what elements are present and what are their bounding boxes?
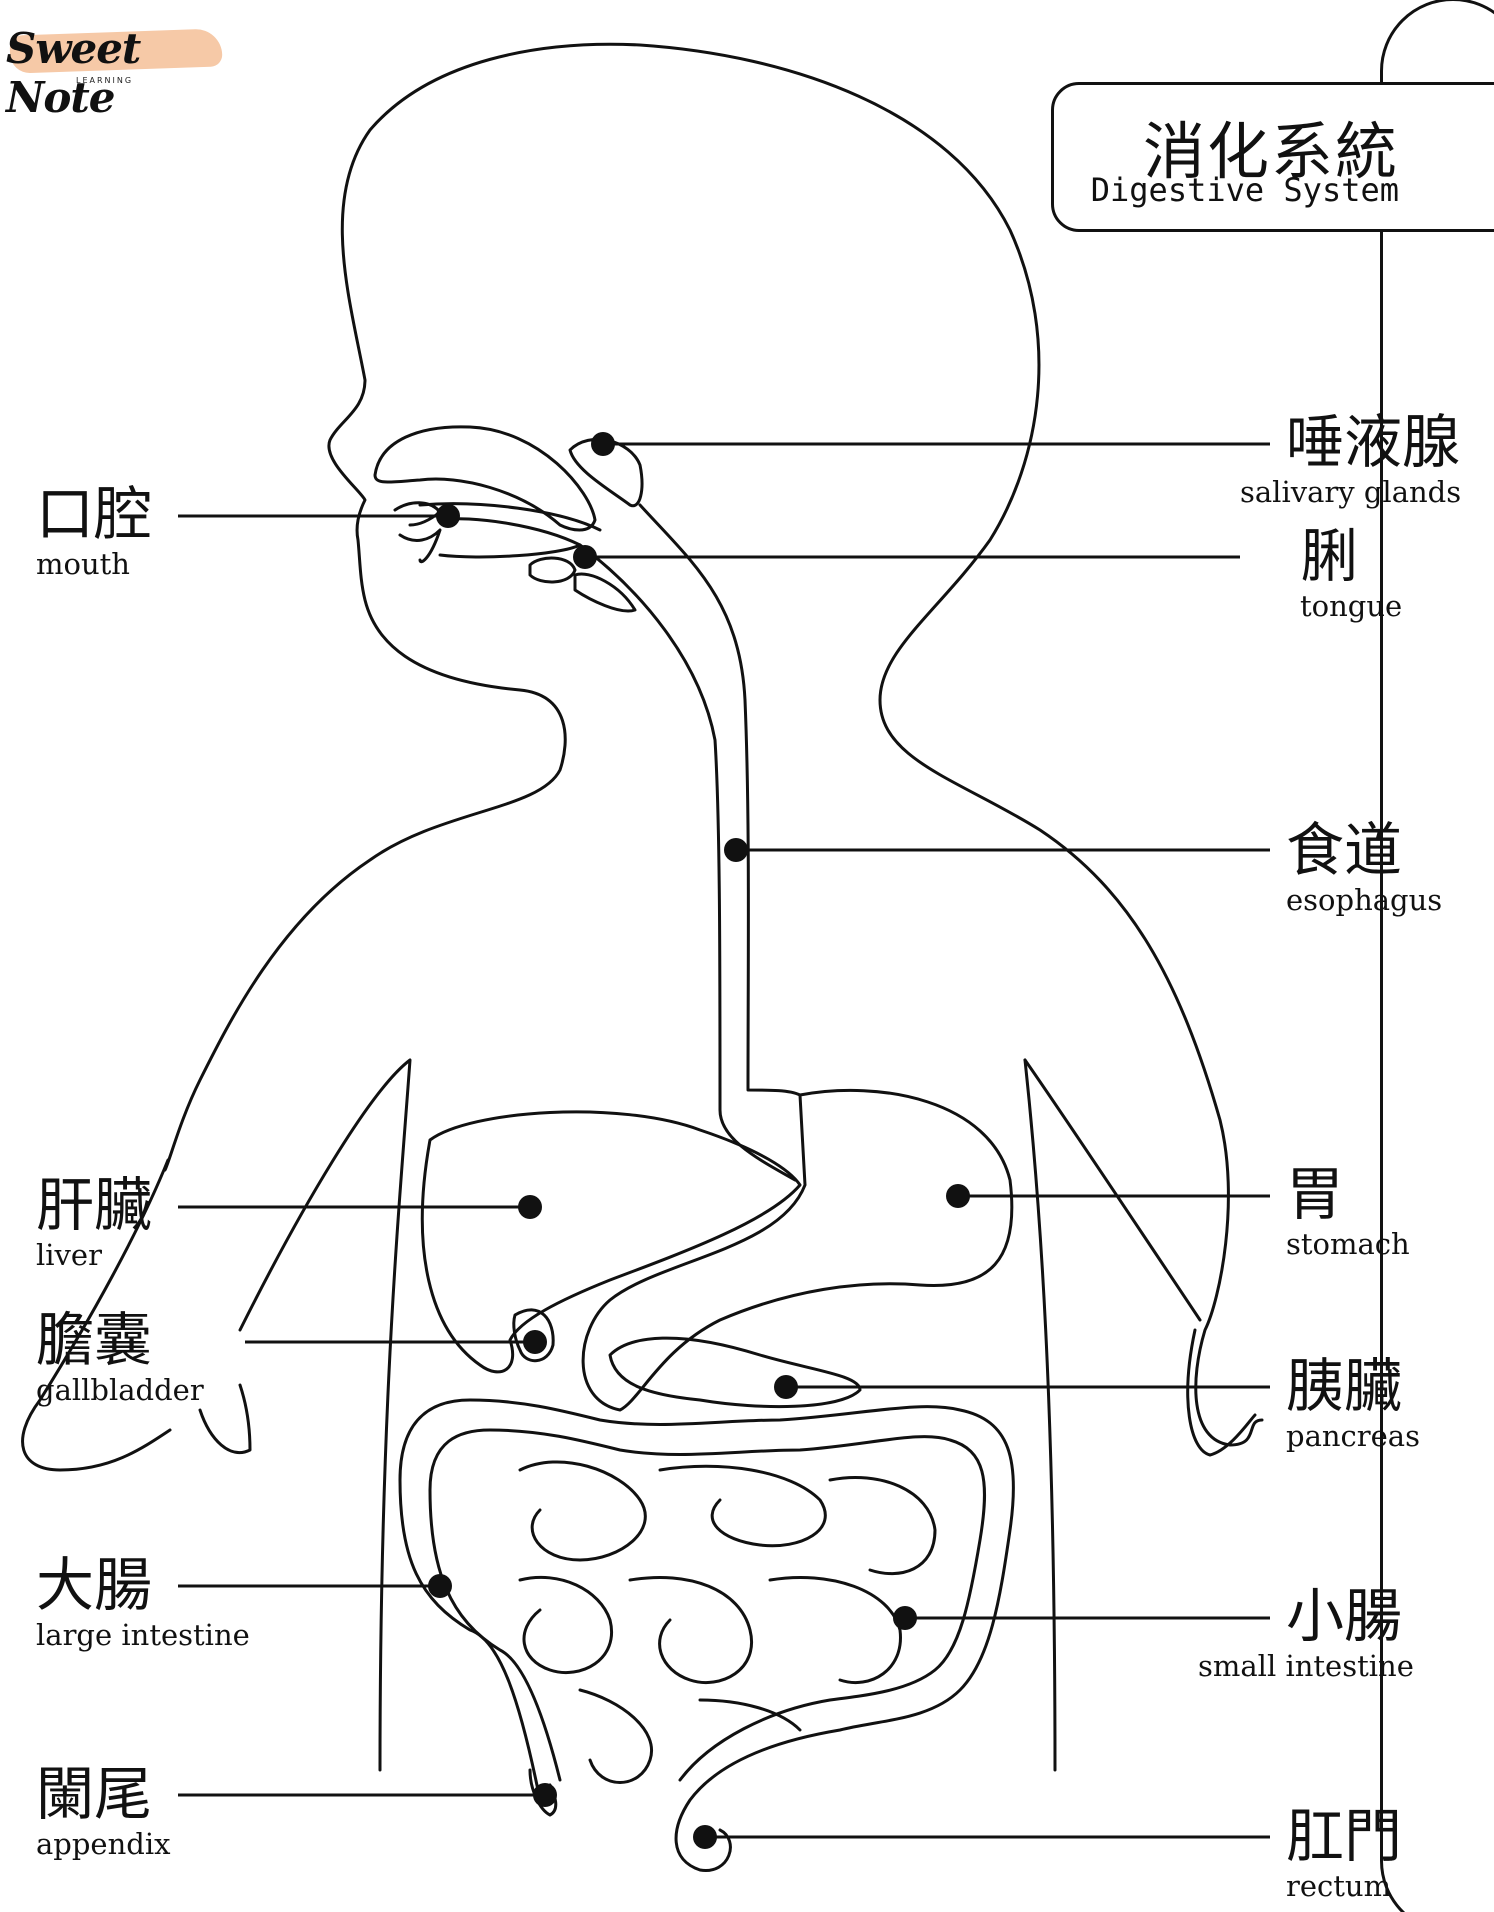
dot-rectum	[693, 1825, 717, 1849]
label-salivary-glands: 唾液腺 salivary glands	[1286, 410, 1461, 510]
dot-mouth	[436, 504, 460, 528]
dot-esophagus	[724, 838, 748, 862]
label-rectum: 肛門 rectum	[1286, 1804, 1402, 1904]
dot-gallbladder	[523, 1330, 547, 1354]
label-salivary-zh: 唾液腺	[1286, 410, 1461, 474]
label-large-intestine-en: large intestine	[36, 1617, 250, 1653]
dot-liver	[518, 1195, 542, 1219]
dot-tongue	[573, 545, 597, 569]
dot-large-intestine	[428, 1574, 452, 1598]
label-mouth: 口腔 mouth	[36, 482, 152, 582]
label-salivary-en: salivary glands	[1240, 474, 1461, 510]
dot-salivary	[591, 432, 615, 456]
label-rectum-zh: 肛門	[1286, 1804, 1402, 1868]
label-esophagus: 食道 esophagus	[1286, 818, 1442, 918]
label-pancreas-zh: 胰臟	[1286, 1354, 1420, 1418]
label-pancreas: 胰臟 pancreas	[1286, 1354, 1420, 1454]
label-small-intestine-zh: 小腸	[1286, 1584, 1414, 1648]
dot-small-intestine	[893, 1606, 917, 1630]
label-gallbladder: 膽囊 gallbladder	[36, 1308, 204, 1408]
label-liver-zh: 肝臟	[36, 1173, 152, 1237]
label-tongue: 脷 tongue	[1300, 524, 1402, 624]
label-tongue-en: tongue	[1300, 588, 1402, 624]
label-tongue-zh: 脷	[1300, 524, 1402, 588]
label-appendix-zh: 闌尾	[36, 1762, 170, 1826]
label-large-intestine: 大腸 large intestine	[36, 1553, 250, 1653]
dot-stomach	[946, 1184, 970, 1208]
label-gallbladder-zh: 膽囊	[36, 1308, 204, 1372]
label-esophagus-en: esophagus	[1286, 882, 1442, 918]
label-pancreas-en: pancreas	[1286, 1418, 1420, 1454]
label-stomach-en: stomach	[1286, 1226, 1410, 1262]
label-stomach-zh: 胃	[1286, 1162, 1410, 1226]
label-esophagus-zh: 食道	[1286, 818, 1442, 882]
dot-pancreas	[774, 1375, 798, 1399]
label-liver-en: liver	[36, 1237, 152, 1273]
label-appendix-en: appendix	[36, 1826, 170, 1862]
label-mouth-zh: 口腔	[36, 482, 152, 546]
label-stomach: 胃 stomach	[1286, 1162, 1410, 1262]
label-liver: 肝臟 liver	[36, 1173, 152, 1273]
label-rectum-en: rectum	[1286, 1868, 1402, 1904]
label-small-intestine: 小腸 small intestine	[1286, 1584, 1414, 1684]
label-mouth-en: mouth	[36, 546, 152, 582]
label-large-intestine-zh: 大腸	[36, 1553, 250, 1617]
label-appendix: 闌尾 appendix	[36, 1762, 170, 1862]
dot-appendix	[533, 1783, 557, 1807]
label-gallbladder-en: gallbladder	[36, 1372, 204, 1408]
label-small-intestine-en: small intestine	[1198, 1648, 1414, 1684]
